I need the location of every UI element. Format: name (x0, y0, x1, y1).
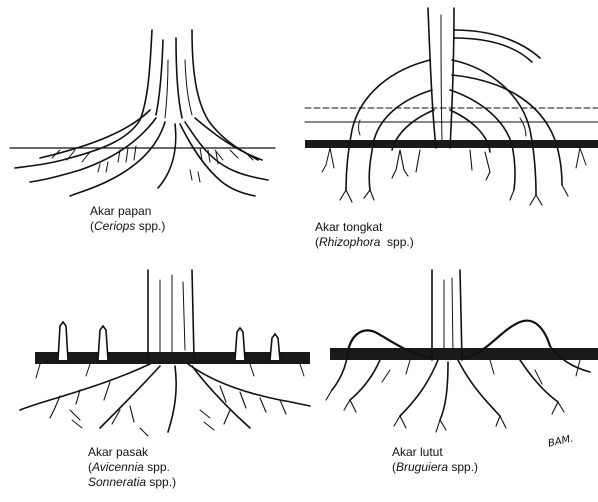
genus-name: Sonneratia (88, 475, 146, 489)
caption-akar-pasak: Akar pasak (Avicennia spp. Sonneratia sp… (88, 445, 176, 490)
spp-label: spp. (144, 460, 170, 474)
caption-species: (Rhizophora spp.) (315, 235, 414, 250)
caption-species-1: (Avicennia spp. (88, 460, 176, 475)
caption-akar-tongkat: Akar tongkat (Rhizophora spp.) (315, 220, 414, 250)
caption-name: Akar tongkat (315, 220, 414, 235)
spp-label: spp.) (380, 235, 413, 249)
genus-name: Ceriops (94, 219, 135, 233)
caption-name: Akar papan (90, 204, 165, 219)
spp-label: spp.) (448, 460, 478, 474)
spp-label: spp.) (135, 219, 165, 233)
spp-label: spp.) (146, 475, 176, 489)
panel-akar-lutut: Akar lutut (Bruguiera spp.) BAM. (320, 260, 598, 502)
genus-name: Bruguiera (396, 460, 448, 474)
caption-name: Akar lutut (392, 445, 478, 460)
caption-name: Akar pasak (88, 445, 176, 460)
genus-name: Rhizophora (319, 235, 380, 249)
panel-akar-tongkat: Akar tongkat (Rhizophora spp.) (300, 0, 598, 260)
caption-species: (Ceriops spp.) (90, 219, 165, 234)
panel-akar-papan: Akar papan (Ceriops spp.) (0, 0, 300, 250)
caption-akar-papan: Akar papan (Ceriops spp.) (90, 204, 165, 234)
panel-akar-pasak: Akar pasak (Avicennia spp. Sonneratia sp… (0, 260, 315, 502)
caption-species: (Bruguiera spp.) (392, 460, 478, 475)
caption-akar-lutut: Akar lutut (Bruguiera spp.) (392, 445, 478, 475)
genus-name: Avicennia (92, 460, 144, 474)
caption-species-2: Sonneratia spp.) (88, 475, 176, 490)
